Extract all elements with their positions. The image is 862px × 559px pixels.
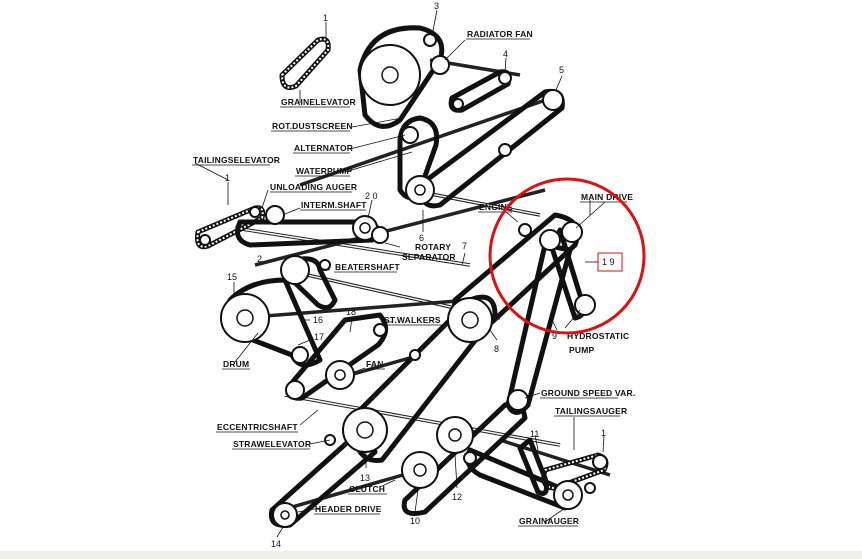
number-16: 16 — [313, 315, 323, 325]
label-grain-elevator: GRAINELEVATOR — [281, 97, 356, 107]
leader-lines — [194, 9, 606, 538]
component-labels: GRAINELEVATOR ROT.DUSTSCREEN ALTERNATOR … — [193, 29, 635, 526]
label-ground-speed-var: GROUND SPEED VAR. — [541, 388, 635, 398]
label-st-walkers: ST.WALKERS — [384, 315, 441, 325]
label-tailings-elevator: TAILINGSELEVATOR — [193, 155, 280, 165]
label-waterpump: WATERPUMP — [296, 166, 353, 176]
number-10: 10 — [410, 516, 420, 526]
label-rotary: ROTARY — [415, 242, 451, 252]
number-13: 13 — [360, 473, 370, 483]
label-tailings-auger: TAILINGSAUGER — [555, 406, 627, 416]
pulleys — [199, 33, 608, 528]
label-fan: FAN — [366, 359, 384, 369]
number-15: 15 — [227, 272, 237, 282]
label-clutch: CLUTCH — [349, 484, 385, 494]
label-grain-auger: GRAINAUGER — [519, 516, 579, 526]
number-5: 5 — [559, 65, 564, 75]
number-7: 7 — [462, 241, 467, 251]
number-2: 2 — [257, 254, 262, 264]
label-eccentric-shaft: ECCENTRICSHAFT — [217, 422, 298, 432]
number-8: 8 — [494, 344, 499, 354]
callout-19: 1 9 — [585, 252, 623, 272]
number-4: 4 — [503, 49, 508, 59]
label-drum: DRUM — [223, 359, 249, 369]
label-main-drive: MAIN DRIVE — [581, 192, 633, 202]
label-rot-dustscreen: ROT.DUSTSCREEN — [272, 121, 353, 131]
number-11: 11 — [530, 429, 539, 439]
label-straw-elevator: STRAWELEVATOR — [233, 439, 311, 449]
label-separator: SEPARATOR — [402, 252, 456, 262]
number-20: 2 0 — [365, 191, 378, 201]
number-1-left: 1 — [225, 173, 230, 183]
shafts — [234, 58, 611, 514]
highlight-circle — [488, 177, 646, 335]
label-header-drive: HEADER DRIVE — [315, 504, 382, 514]
bottom-edge-strip — [0, 551, 862, 559]
label-underlines — [192, 38, 627, 527]
label-beatershaft: BEATERSHAFT — [335, 262, 400, 272]
number-18: 18 — [346, 307, 356, 317]
label-alternator: ALTERNATOR — [294, 143, 353, 153]
label-hydrostatic: HYDROSTATIC — [567, 331, 629, 341]
number-19: 1 9 — [602, 257, 615, 267]
number-17: 17 — [314, 332, 324, 342]
label-unloading-auger: UNLOADING AUGER — [270, 182, 357, 192]
number-9: 9 — [552, 331, 557, 341]
number-1-top: 1 — [323, 13, 328, 23]
number-6: 6 — [419, 233, 424, 243]
label-interm-shaft: INTERM.SHAFT — [301, 200, 367, 210]
part-numbers: 1 3 4 5 1 2 2 0 6 7 15 16 17 18 8 9 11 1… — [225, 1, 606, 549]
number-12: 12 — [452, 492, 462, 502]
label-engine: ENGINE — [479, 202, 513, 212]
label-pump: PUMP — [569, 345, 594, 355]
number-3: 3 — [434, 1, 439, 11]
number-14: 14 — [271, 539, 281, 549]
label-radiator-fan: RADIATOR FAN — [467, 29, 533, 39]
number-1-right: 1 — [601, 428, 606, 438]
